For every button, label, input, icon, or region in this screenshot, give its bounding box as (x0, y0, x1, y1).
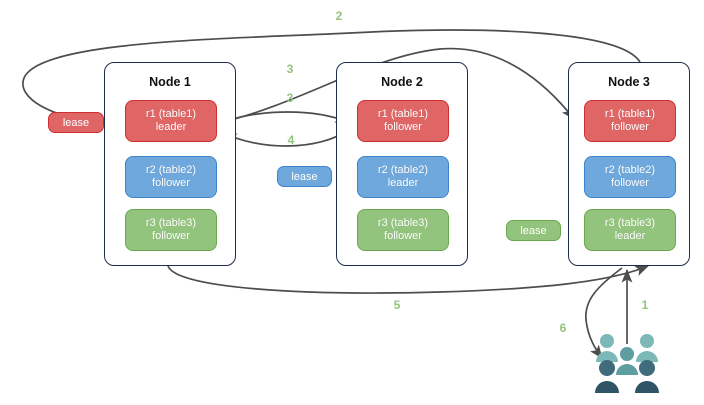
node-container-node2[interactable]: Node 2 r1 (table1) follower r2 (table2) … (336, 62, 468, 266)
lease-badge-green[interactable]: lease (506, 220, 561, 241)
replica-n1r2[interactable]: r2 (table2) follower (125, 156, 217, 198)
replica-n1r3-line2: follower (152, 230, 190, 242)
edge-label-2: 2 (335, 9, 343, 23)
edge-label-3-upper: 3 (286, 62, 294, 76)
replica-n1r1-line2: leader (155, 121, 187, 133)
replica-n1r1[interactable]: r1 (table1) leader (125, 100, 217, 142)
replica-n2r3-line2: follower (384, 230, 422, 242)
replica-n3r2-line1: r2 (table2) (604, 163, 656, 176)
replica-n3r2[interactable]: r2 (table2) follower (584, 156, 676, 198)
replica-n3r1-line1: r1 (table1) (604, 107, 656, 120)
replica-n3r3[interactable]: r3 (table3) leader (584, 209, 676, 251)
edge-label-3-lower: 3 (286, 91, 294, 105)
replica-n2r2-line1: r2 (table2) (377, 163, 429, 176)
edge-label-1: 1 (641, 298, 649, 312)
edge-5-path (167, 265, 649, 294)
replica-n1r1-line1: r1 (table1) (145, 107, 197, 120)
replica-n2r3-line1: r3 (table3) (377, 216, 429, 229)
replica-n1r2-line1: r2 (table2) (145, 163, 197, 176)
replica-n3r2-line2: follower (611, 177, 649, 189)
edge-label-4: 4 (287, 133, 295, 147)
people-middle-figure-icon (616, 347, 638, 375)
replica-n2r3[interactable]: r3 (table3) follower (357, 209, 449, 251)
replica-n3r1-line2: follower (611, 121, 649, 133)
people-front-row-icon (599, 360, 655, 376)
people-group-icon (595, 334, 659, 393)
replica-n2r1[interactable]: r1 (table1) follower (357, 100, 449, 142)
people-back-row-icon (596, 334, 658, 362)
replica-n2r2-line2: leader (387, 177, 419, 189)
lease-badge-red[interactable]: lease (48, 112, 104, 133)
replica-n1r2-line2: follower (152, 177, 190, 189)
replica-n3r1[interactable]: r1 (table1) follower (584, 100, 676, 142)
node-title-node3: Node 3 (608, 75, 650, 89)
people-front-row-bodies-icon (595, 381, 659, 393)
node-container-node1[interactable]: Node 1 r1 (table1) leader r2 (table2) fo… (104, 62, 236, 266)
edge-label-6: 6 (559, 321, 567, 335)
node-title-node2: Node 2 (381, 75, 423, 89)
replica-n1r3[interactable]: r3 (table3) follower (125, 209, 217, 251)
node-container-node3[interactable]: Node 3 r1 (table1) follower r2 (table2) … (568, 62, 690, 266)
replica-n2r1-line2: follower (384, 121, 422, 133)
replica-n2r1-line1: r1 (table1) (377, 107, 429, 120)
lease-badge-blue[interactable]: lease (277, 166, 332, 187)
edge-label-5: 5 (393, 298, 401, 312)
replica-n2r2[interactable]: r2 (table2) leader (357, 156, 449, 198)
replica-n3r3-line1: r3 (table3) (604, 216, 656, 229)
edge-3-lower-path (218, 111, 349, 125)
node-title-node1: Node 1 (149, 75, 191, 89)
replica-n3r3-line2: leader (614, 230, 646, 242)
replica-n1r3-line1: r3 (table3) (145, 216, 197, 229)
